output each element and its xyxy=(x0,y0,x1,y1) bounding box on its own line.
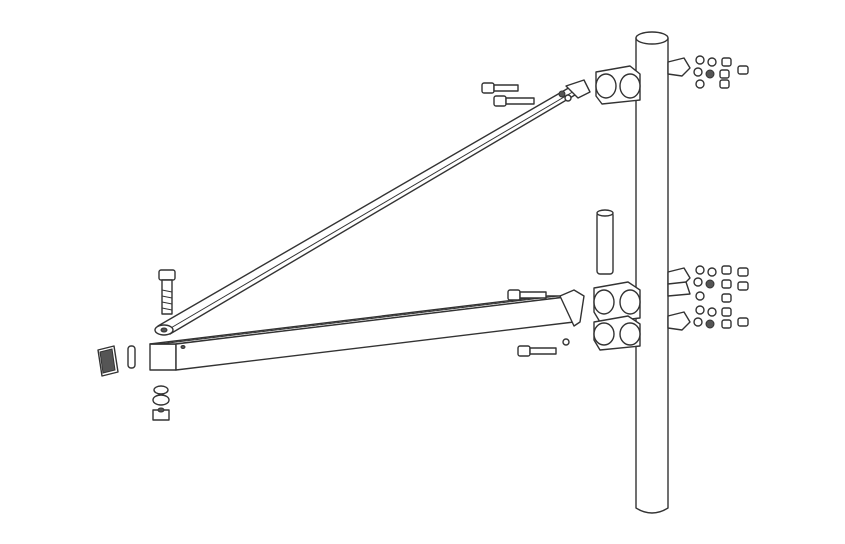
end-cap xyxy=(97,345,119,377)
arm-bolts xyxy=(507,289,570,357)
vertical-bolt xyxy=(158,269,176,315)
arm-nuts xyxy=(152,385,170,421)
vertical-pole xyxy=(635,31,669,514)
hardware-upper xyxy=(693,55,749,89)
pole-clamp-lower xyxy=(593,311,691,351)
brace-bolts xyxy=(481,82,572,107)
small-pin xyxy=(127,345,136,369)
pole-clamp-upper xyxy=(595,57,691,105)
hardware-lower xyxy=(693,305,749,329)
hardware-middle xyxy=(693,265,749,303)
horizontal-arm xyxy=(149,289,585,371)
pivot-pin xyxy=(596,209,614,275)
pole-clamp-middle xyxy=(593,267,691,323)
diagonal-brace xyxy=(154,79,591,336)
